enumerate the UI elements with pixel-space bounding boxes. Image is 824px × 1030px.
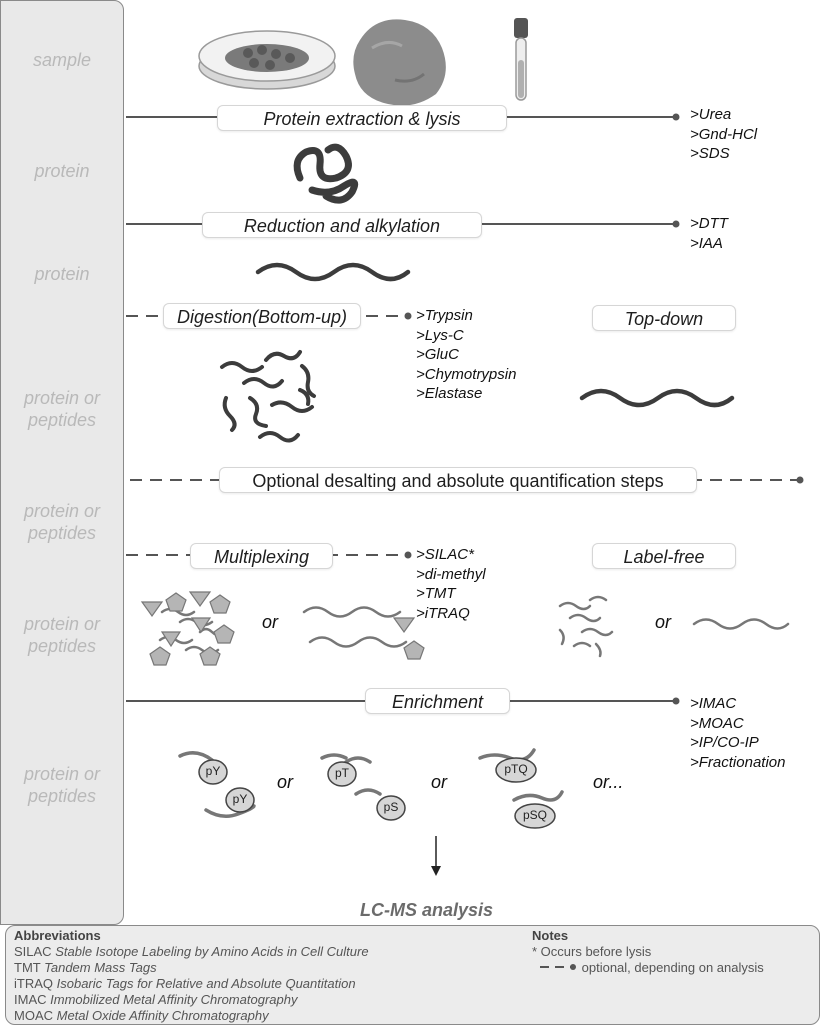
ptm-label: pS	[383, 800, 399, 814]
ptm-label: pTQ	[504, 762, 528, 776]
step-top-down: Top-down	[592, 305, 736, 331]
step-protein-extraction: Protein extraction & lysis	[217, 105, 507, 131]
abbr-term: iTRAQ	[14, 976, 53, 991]
unlabeled-protein-strand	[692, 618, 790, 630]
stage-label-sample: sample	[32, 50, 92, 70]
option-item: >SDS	[690, 145, 730, 162]
stage-label-protein-or-peptides: protein or peptides	[23, 501, 101, 543]
abbr-definition: Isobaric Tags for Relative and Absolute …	[56, 976, 356, 991]
option-item: >TMT	[416, 585, 456, 602]
abbr-definition: Stable Isotope Labeling by Amino Acids i…	[55, 944, 369, 959]
or-label: or	[655, 612, 672, 632]
option-item: >Fractionation	[690, 753, 786, 771]
option-item: >Lys-C	[416, 326, 464, 344]
blood-tube-icon	[514, 18, 528, 101]
option-item: >IAA	[690, 234, 723, 252]
option-item: >GluC	[416, 346, 459, 363]
option-item: >di-methyl	[416, 565, 486, 583]
lc-ms-analysis-label: LC-MS analysis	[360, 900, 494, 920]
stage-sidebar	[0, 0, 124, 925]
ptm-label: pT	[334, 766, 349, 780]
multiplexing-options: >SILAC* >di-methyl >TMT >iTRAQ	[416, 545, 486, 623]
ptm-label: pY	[205, 764, 221, 778]
abbr-definition: Immobilized Metal Affinity Chromatograph…	[50, 992, 298, 1007]
step-label-free: Label-free	[592, 543, 736, 569]
step-desalting: Optional desalting and absolute quantifi…	[219, 467, 697, 493]
notes-section: Notes * Occurs before lysis optional, de…	[532, 928, 764, 976]
notes-title: Notes	[532, 928, 569, 943]
stage-label-protein-or-peptides: protein or peptides	[23, 614, 101, 656]
abbr-term: SILAC	[14, 944, 52, 959]
extraction-options: >Urea >Gnd-HCl >SDS	[690, 105, 757, 164]
option-item: >MOAC	[690, 714, 744, 732]
abbreviations-title: Abbreviations	[14, 928, 101, 943]
option-item: >Urea	[690, 106, 732, 123]
peptide-fragments	[220, 350, 316, 443]
folded-protein-icon	[293, 143, 359, 204]
option-item: >Gnd-HCl	[690, 125, 758, 143]
abbr-term: IMAC	[14, 992, 47, 1007]
stage-label-protein: protein	[34, 264, 90, 284]
step-enrichment: Enrichment	[365, 688, 510, 714]
stage-label-protein-or-peptides: protein or peptides	[23, 764, 101, 806]
digestion-options: >Trypsin >Lys-C >GluC >Chymotrypsin >Ela…	[416, 306, 516, 404]
abbr-definition: Tandem Mass Tags	[44, 960, 157, 975]
abbreviations-section: Abbreviations SILAC Stable Isotope Label…	[14, 928, 369, 1024]
abbr-definition: Metal Oxide Affinity Chromatography	[56, 1008, 269, 1023]
enrichment-options: >IMAC >MOAC >IP/CO-IP >Fractionation	[690, 694, 785, 772]
option-item: >IMAC	[690, 695, 737, 712]
reduction-options: >DTT >IAA	[690, 214, 728, 253]
labeled-peptide-cluster	[140, 591, 235, 666]
ptm-label: pY	[232, 792, 248, 806]
ptm-label: pSQ	[522, 808, 547, 822]
legend-panel: Abbreviations SILAC Stable Isotope Label…	[5, 925, 820, 1025]
or-more-label: or...	[593, 772, 624, 792]
option-item: >DTT	[690, 215, 728, 232]
or-label: or	[262, 612, 279, 632]
step-multiplexing: Multiplexing	[190, 543, 333, 569]
option-item: >Elastase	[416, 385, 483, 402]
stage-label-protein-or-peptides: protein or peptides	[23, 388, 101, 430]
option-item: >SILAC*	[416, 546, 474, 563]
step-digestion: Digestion(Bottom-up)	[163, 303, 361, 329]
option-item: >Trypsin	[416, 307, 473, 324]
ptm-peptides	[178, 748, 564, 829]
stage-label-protein: protein	[34, 161, 90, 181]
step-reduction-alkylation: Reduction and alkylation	[202, 212, 482, 238]
labeled-peptide-strands	[302, 606, 425, 660]
or-label: or	[277, 772, 294, 792]
or-label: or	[431, 772, 448, 792]
note-item: * Occurs before lysis	[532, 944, 652, 959]
note-item: optional, depending on analysis	[581, 960, 764, 975]
abbr-term: TMT	[14, 960, 41, 975]
option-item: >Chymotrypsin	[416, 365, 517, 383]
unlabeled-peptide-cluster	[558, 595, 614, 658]
petri-dish-icon	[198, 30, 336, 90]
option-item: >iTRAQ	[416, 604, 470, 622]
abbr-term: MOAC	[14, 1008, 53, 1023]
tissue-icon	[353, 19, 446, 106]
dashed-connector-icon	[540, 960, 578, 970]
option-item: >IP/CO-IP	[690, 734, 759, 751]
